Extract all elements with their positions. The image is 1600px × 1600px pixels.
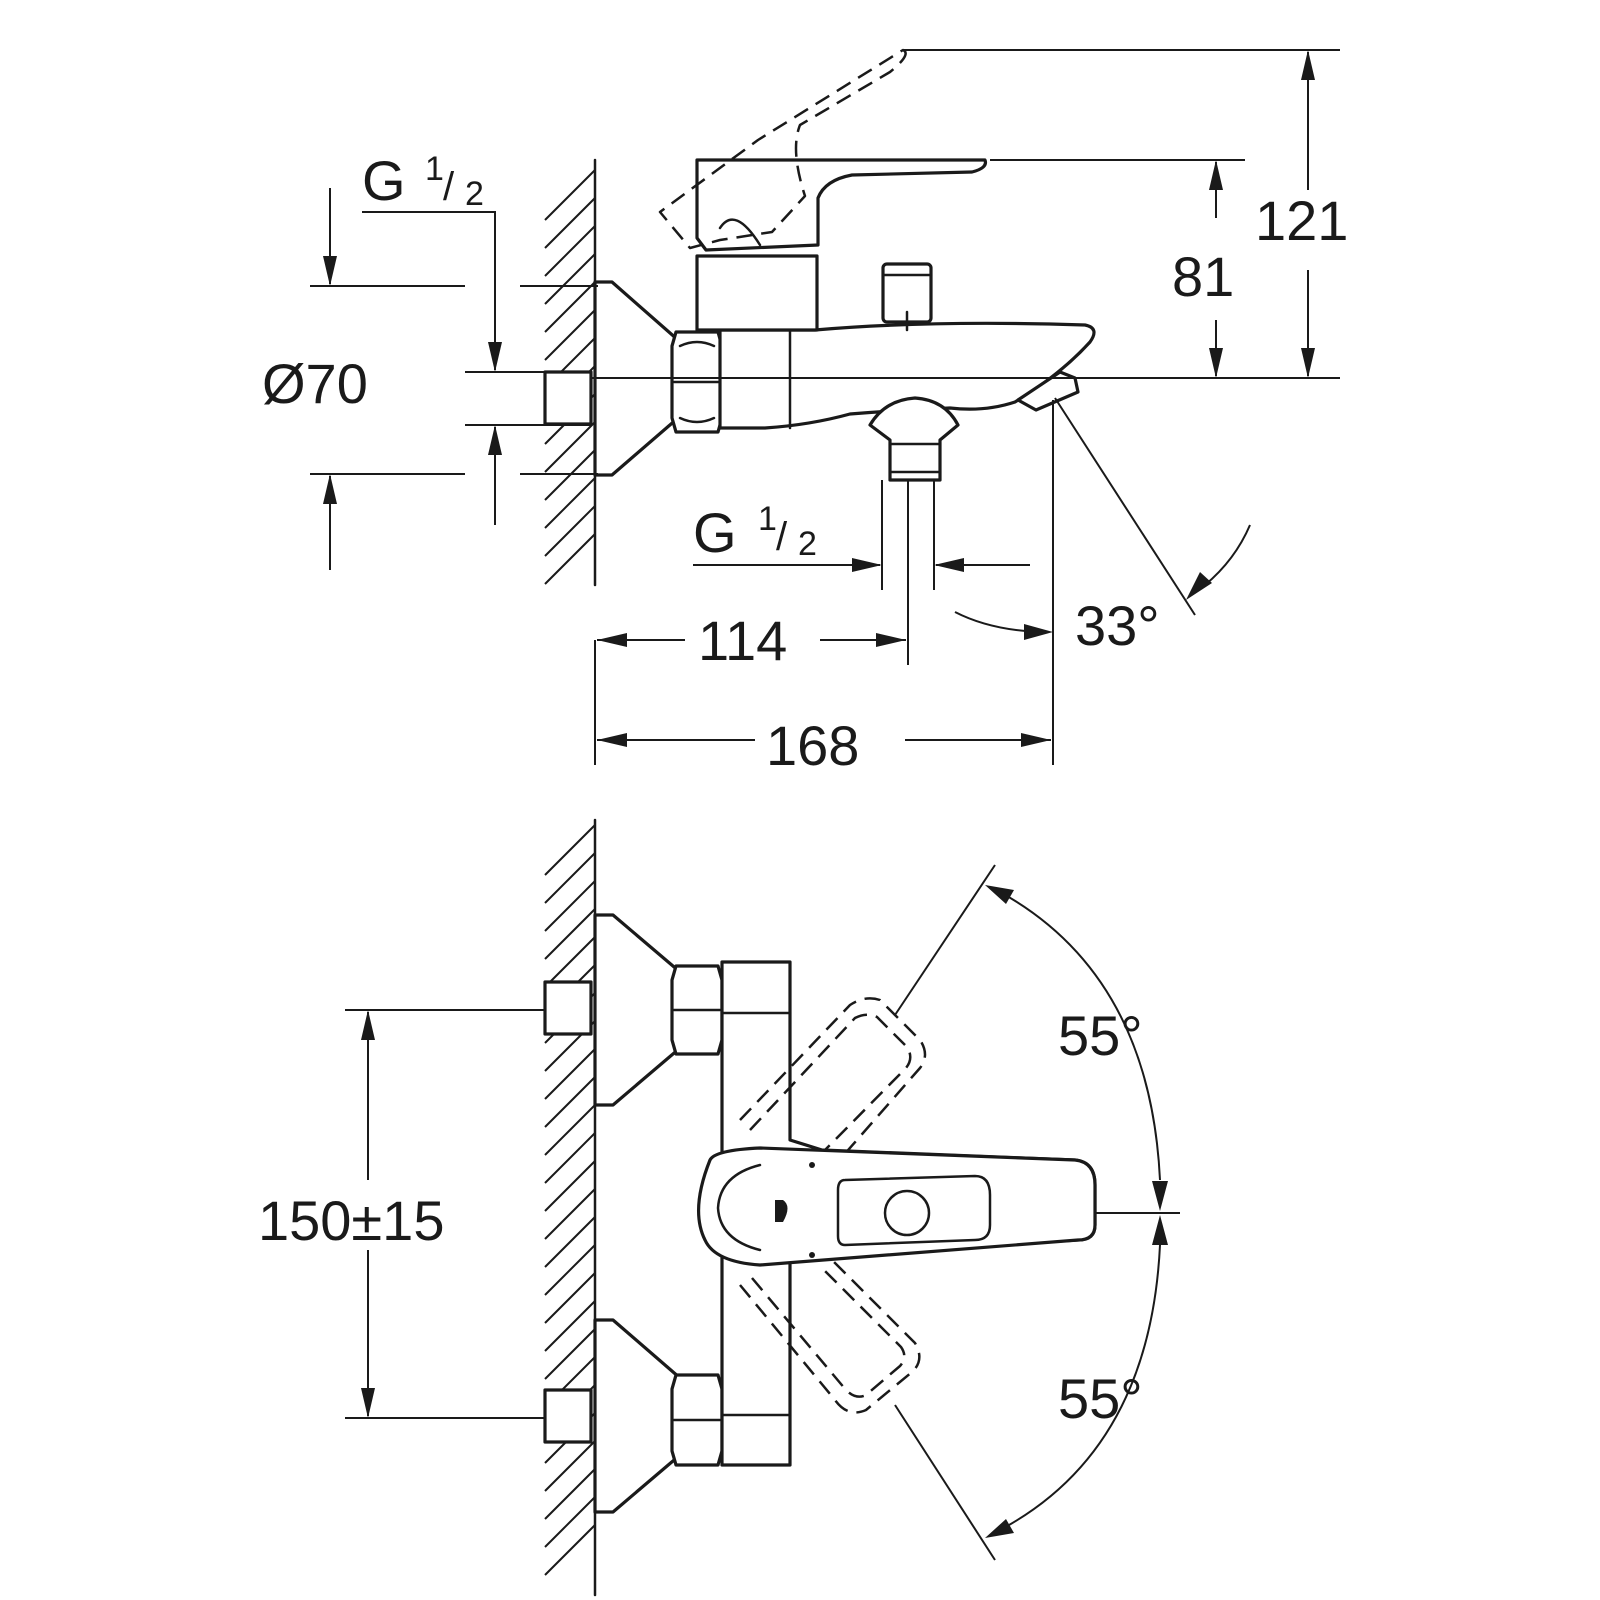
escutcheon-lower [593, 1318, 682, 1514]
hatch-line [544, 309, 596, 361]
hatch-line [544, 1272, 596, 1324]
hatch-line [544, 477, 596, 529]
hatch-line [544, 1524, 596, 1576]
hatch-line [544, 852, 596, 904]
hatch-line [544, 1300, 596, 1352]
hatch-line [544, 225, 596, 277]
hatch-line [544, 1132, 596, 1184]
hatch-line [544, 197, 596, 249]
hatch-line [544, 1440, 596, 1492]
svg-text:/: / [443, 165, 455, 209]
hatch-line [544, 1188, 596, 1240]
hatch-line [544, 1160, 596, 1212]
depth-total-label: 168 [766, 714, 859, 777]
svg-text:/: / [776, 515, 788, 559]
spout-outlet [1016, 370, 1080, 412]
hatch-line [544, 1328, 596, 1380]
hatch-line [544, 1104, 596, 1156]
inlet-connector [543, 370, 593, 426]
hatch-line [544, 936, 596, 988]
hatch-line [544, 421, 596, 473]
hatch-line [544, 1496, 596, 1548]
hatch-line [544, 1216, 596, 1268]
svg-text:2: 2 [798, 525, 817, 563]
svg-text:2: 2 [465, 175, 484, 213]
centres-label: 150±15 [258, 1189, 444, 1252]
svg-text:1: 1 [758, 500, 777, 538]
hatch-line [544, 169, 596, 221]
depth-outlet-label: 114 [698, 609, 787, 672]
hatch-line [544, 908, 596, 960]
thread-bottom-label: G 1 / 2 [693, 500, 817, 564]
top-view: 150±15 55° 55° [258, 818, 1180, 1597]
lever-down-outline [739, 1257, 921, 1414]
svg-text:1: 1 [425, 150, 444, 188]
svg-text:G: G [693, 501, 737, 564]
hatch-line [544, 1048, 596, 1100]
bottom-outlet [868, 396, 960, 482]
height-total-label: 121 [1255, 189, 1348, 252]
lever-raised-outline [658, 48, 907, 250]
lever-top [697, 1146, 1097, 1267]
hex-nut [670, 330, 724, 434]
hatch-line [544, 253, 596, 305]
side-view: Ø70 G 1 / 2 G 1 / 2 121 [262, 48, 1348, 777]
lever-housing [695, 254, 819, 332]
hatch-line [544, 1076, 596, 1128]
hatch-line [544, 880, 596, 932]
hatch-line [544, 505, 596, 557]
diameter-label: Ø70 [262, 352, 368, 415]
svg-text:G: G [362, 149, 406, 212]
escutcheon-upper [593, 913, 682, 1107]
hatch-line [544, 1244, 596, 1296]
hatch-line [544, 1468, 596, 1520]
height-lever-label: 81 [1172, 245, 1234, 308]
thread-top-label: G 1 / 2 [362, 149, 484, 213]
angle-up-label: 55° [1058, 1004, 1143, 1067]
wall-hatch-top [544, 158, 597, 587]
angle-down-label: 55° [1058, 1367, 1143, 1430]
lever [695, 158, 988, 252]
hatch-line [544, 533, 596, 585]
hatch-line [544, 824, 596, 876]
hatch-line [544, 281, 596, 333]
spout-angle-label: 33° [1075, 594, 1160, 657]
